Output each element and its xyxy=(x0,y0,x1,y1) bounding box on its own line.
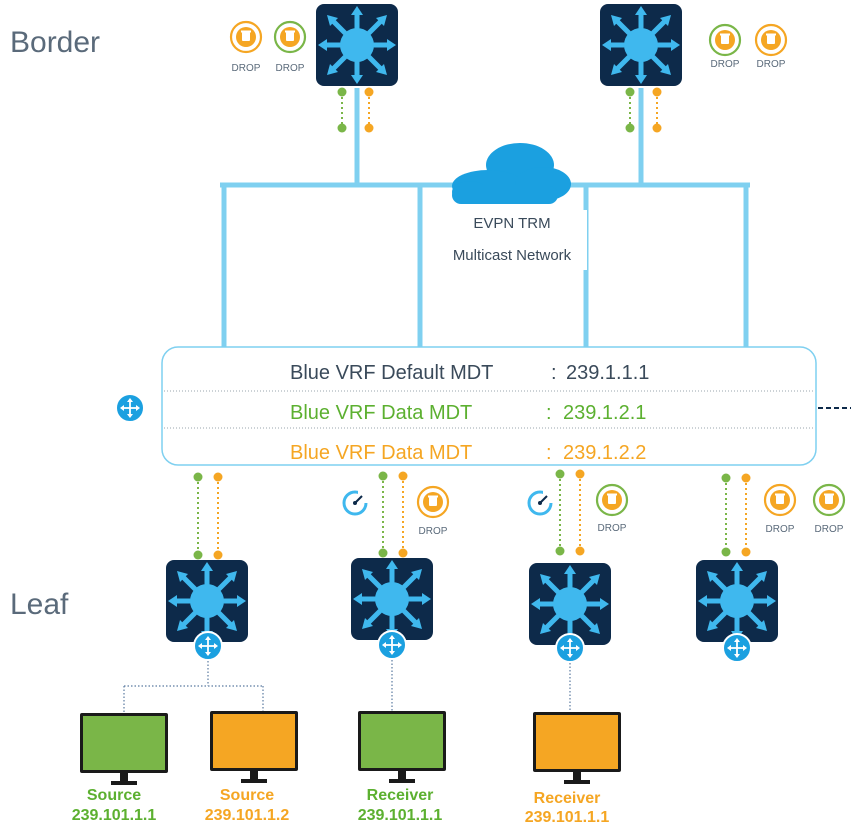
endpoint-role: Receiver xyxy=(367,787,434,804)
mdt-default-sep: : xyxy=(551,362,557,384)
leaf-mcast-links xyxy=(197,474,747,555)
cloud-subtitle: Multicast Network xyxy=(453,247,572,264)
monitor-icon xyxy=(210,711,298,783)
mdt-data1-sep: : xyxy=(546,402,552,424)
mdt-default-name: Blue VRF Default MDT xyxy=(290,362,493,384)
drop-label: DROP xyxy=(598,523,627,534)
drop-icon xyxy=(595,483,629,517)
leaf-switch-3 xyxy=(529,563,611,645)
router-icon xyxy=(722,633,752,663)
router-icon xyxy=(555,633,585,663)
host-links xyxy=(123,660,571,713)
drop-icon xyxy=(273,20,307,54)
leaf-switch-2 xyxy=(351,558,433,640)
monitor-icon xyxy=(80,713,168,785)
monitor-icon xyxy=(358,711,446,783)
drop-label: DROP xyxy=(757,59,786,70)
mdt-data2-sep: : xyxy=(546,442,552,464)
drop-label: DROP xyxy=(815,524,844,535)
speedometer-icon xyxy=(342,487,374,516)
leaf-label: Leaf xyxy=(10,588,69,621)
drop-label: DROP xyxy=(419,526,448,537)
router-icon xyxy=(377,630,407,660)
drop-label: DROP xyxy=(232,63,261,74)
border-mcast-links xyxy=(341,92,658,128)
monitor-icon xyxy=(533,712,621,784)
leaf-switch-1 xyxy=(166,560,248,642)
endpoint-ip: 239.101.1.1 xyxy=(358,807,443,824)
drop-icon xyxy=(763,483,797,517)
endpoint-ip: 239.101.1.1 xyxy=(525,809,610,826)
mdt-default-addr: 239.1.1.1 xyxy=(566,362,649,384)
border-switch-1 xyxy=(316,4,398,86)
drop-icon xyxy=(708,23,742,57)
border-mcast-dots xyxy=(337,87,662,133)
endpoint-ip: 239.101.1.1 xyxy=(72,807,157,824)
endpoint-role: Receiver xyxy=(534,790,601,807)
drop-label: DROP xyxy=(711,59,740,70)
mdt-data1-name: Blue VRF Data MDT xyxy=(290,402,472,424)
leaf-mcast-dots xyxy=(193,469,751,560)
endpoint-role: Source xyxy=(220,787,274,804)
speedometer-icon xyxy=(527,487,559,516)
mdt-data2-name: Blue VRF Data MDT xyxy=(290,442,472,464)
router-icon xyxy=(115,393,145,423)
cloud-title: EVPN TRM xyxy=(473,215,550,232)
router-icon xyxy=(193,631,223,661)
mdt-data2-addr: 239.1.2.2 xyxy=(563,442,646,464)
cloud-icon xyxy=(452,143,571,204)
endpoint-role: Source xyxy=(87,787,141,804)
endpoint-ip: 239.101.1.2 xyxy=(205,807,290,824)
border-label: Border xyxy=(10,26,100,59)
leaf-switch-4 xyxy=(696,560,778,642)
drop-icon xyxy=(416,485,450,519)
mdt-data1-addr: 239.1.2.1 xyxy=(563,402,646,424)
drop-label: DROP xyxy=(766,524,795,535)
drop-icon xyxy=(229,20,263,54)
mdt-box xyxy=(161,346,817,466)
drop-icon xyxy=(754,23,788,57)
drop-icon xyxy=(812,483,846,517)
drop-label: DROP xyxy=(276,63,305,74)
border-switch-2 xyxy=(600,4,682,86)
